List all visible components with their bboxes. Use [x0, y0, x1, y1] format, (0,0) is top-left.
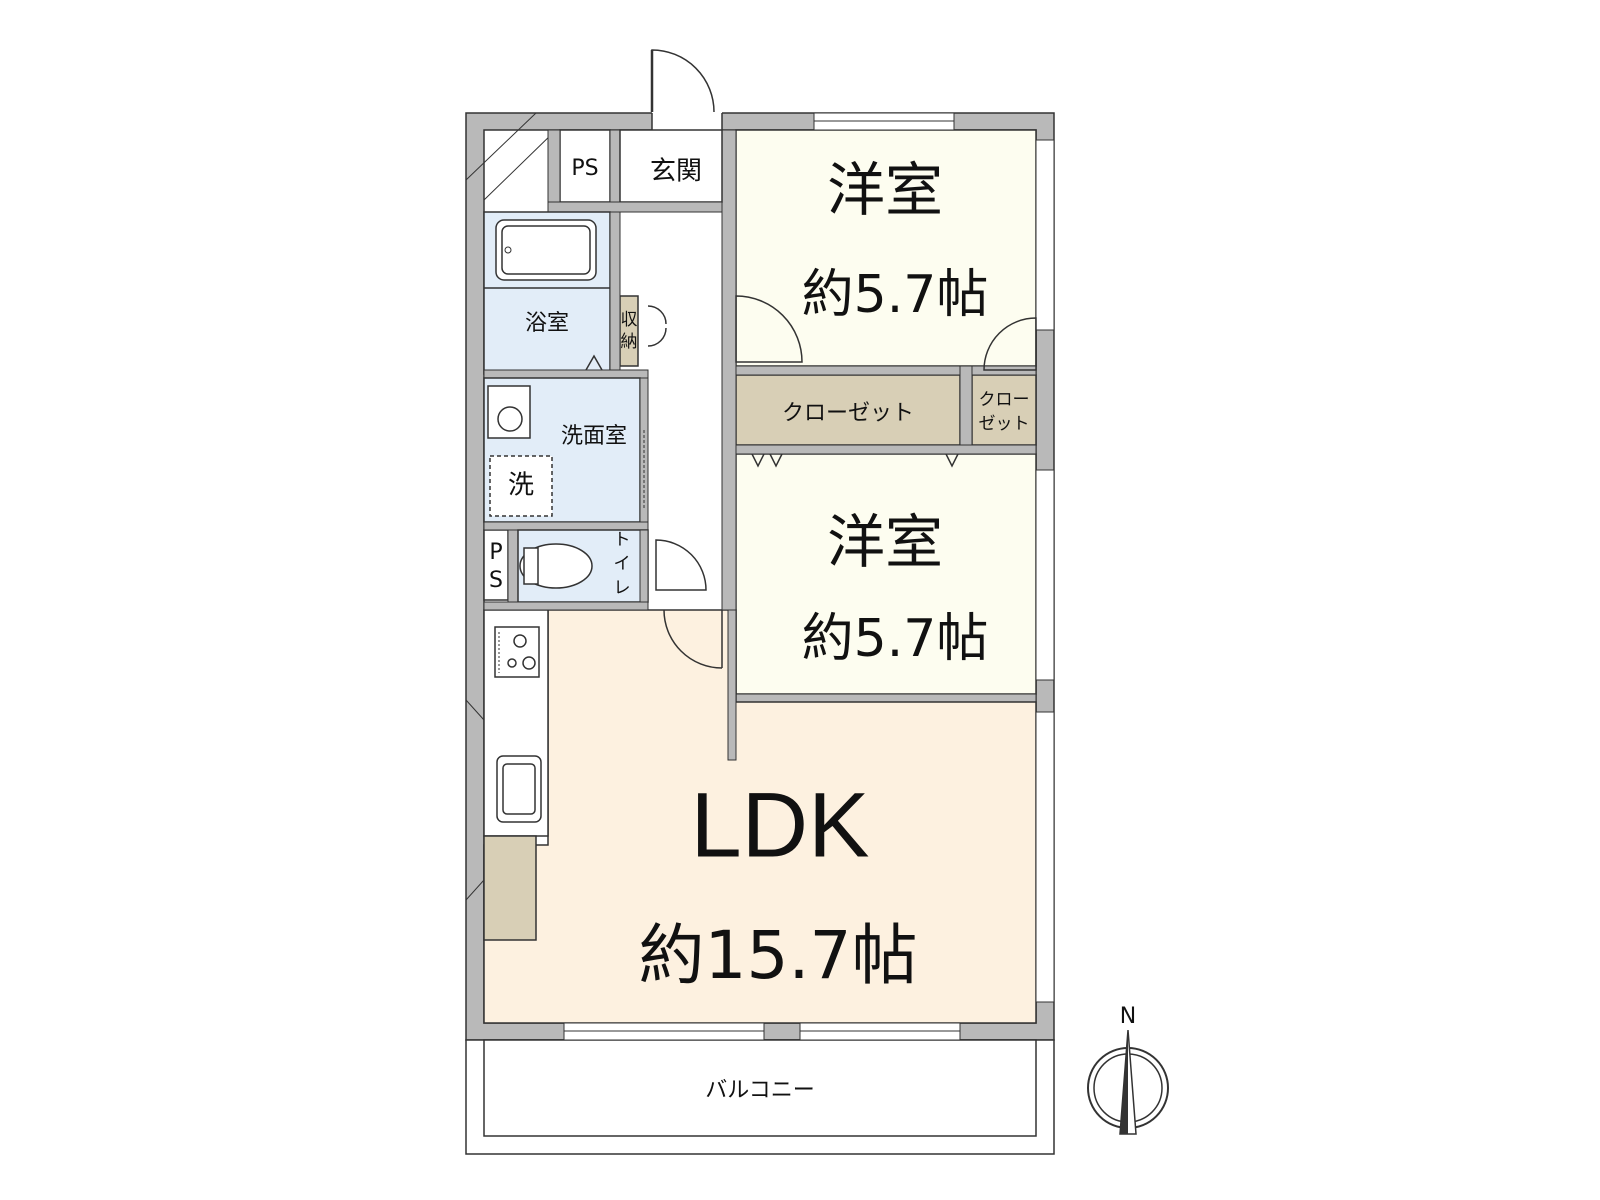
washroom-label: 洗面室 [561, 424, 627, 449]
toilet-label-3: レ [614, 578, 631, 598]
closet-small-label-2: ゼット [979, 414, 1030, 434]
western-room-1-size: 約5.7帖 [802, 265, 989, 325]
western-room-2 [735, 453, 1037, 695]
wall-hatch [483, 129, 557, 201]
entrance-door-swing [651, 49, 715, 113]
storage [619, 295, 639, 367]
closet-small [971, 374, 1037, 446]
closet-small-label-1: クロー [979, 390, 1030, 410]
pipe-space-top-label: PS [571, 156, 598, 181]
door-swing [655, 539, 707, 591]
compass-north-label: N [1120, 1004, 1136, 1029]
western-room-2-name: 洋室 [827, 508, 943, 576]
stove-icon [494, 626, 540, 678]
bathtub-icon [495, 219, 597, 281]
entrance-label: 玄関 [650, 157, 702, 187]
wash-basin-icon [487, 385, 531, 439]
washer-space [489, 455, 553, 517]
toilet-label-1: ト [614, 530, 631, 550]
closet-large-label: クローゼット [782, 401, 914, 426]
bath-label: 浴室 [525, 311, 569, 336]
western-room-1-name: 洋室 [827, 156, 943, 224]
corridor-wall [721, 129, 737, 611]
pipe-space-left-label-1: P [489, 540, 502, 565]
window [1035, 711, 1055, 1003]
entrance-area [619, 129, 723, 203]
closet-large [735, 374, 961, 446]
washer-label: 洗 [508, 471, 534, 501]
western-room-1 [735, 129, 1037, 367]
door-swing [735, 295, 803, 363]
window [1035, 469, 1055, 681]
door-swing [663, 609, 723, 669]
compass-icon: N [1087, 1004, 1169, 1135]
storage-label-1: 収 [621, 310, 638, 330]
sink-icon [496, 755, 542, 823]
entrance-opening [652, 110, 722, 132]
balcony-label: バルコニー [705, 1078, 815, 1103]
pipe-space-left-label-2: S [489, 568, 503, 593]
door-swing [983, 317, 1037, 371]
wall-hatch [465, 112, 537, 181]
ldk-name: LDK [691, 774, 870, 876]
ldk-size: 約15.7帖 [639, 917, 918, 994]
kitchen-storage [483, 835, 537, 941]
window [1035, 139, 1055, 331]
toilet-label-2: イ [614, 554, 631, 574]
western-room-2-size: 約5.7帖 [802, 609, 989, 669]
storage-label-2: 納 [621, 332, 638, 352]
